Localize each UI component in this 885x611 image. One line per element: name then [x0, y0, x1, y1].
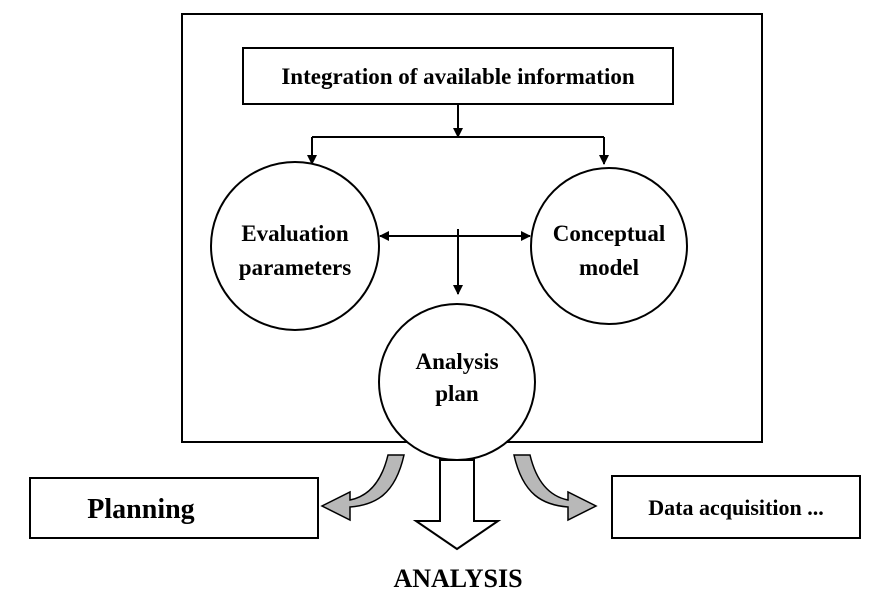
down-hollow-arrow — [412, 459, 502, 551]
integration-label: Integration of available information — [281, 64, 634, 89]
planning-label: Planning — [87, 494, 194, 525]
planning-box — [29, 477, 319, 539]
data-acquisition-label: Data acquisition ... — [648, 495, 823, 520]
conceptual-model-circle — [530, 167, 688, 325]
analysis-plan-label-line2: plan — [435, 381, 479, 406]
evaluation-label-line2: parameters — [239, 255, 351, 280]
data-acquisition-box — [611, 475, 861, 539]
conceptual-label-line1: Conceptual — [553, 221, 665, 246]
curved-arrow-right — [513, 454, 598, 522]
curved-arrow-left — [320, 454, 405, 522]
conceptual-label-line2: model — [579, 255, 639, 280]
analysis-plan-label-line1: Analysis — [415, 349, 498, 374]
evaluation-label-line1: Evaluation — [241, 221, 349, 246]
evaluation-parameters-circle — [210, 161, 380, 331]
analysis-label: ANALYSIS — [393, 564, 522, 593]
